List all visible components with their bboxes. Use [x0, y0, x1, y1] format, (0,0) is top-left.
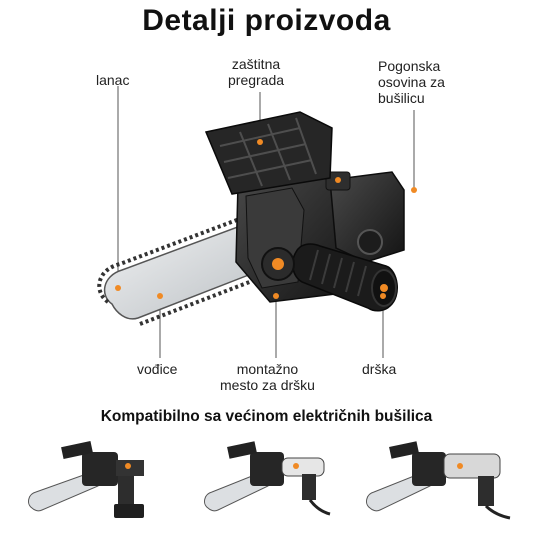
label-handle-mount: montažno mesto za dršku [220, 361, 315, 393]
label-guard: zaštitna pregrada [228, 56, 285, 88]
label-chain: lanac [96, 72, 130, 88]
thumbnail-hammer-drill [366, 441, 511, 520]
page-title: Detalji proizvoda [142, 4, 391, 37]
safety-guard [204, 111, 333, 195]
callout-markers [115, 139, 417, 299]
side-handle [261, 243, 398, 312]
thumbnail-cordless-drill [28, 441, 144, 518]
label-handle: drška [362, 361, 397, 377]
label-guide-bar: vođice [137, 361, 178, 377]
label-drive-shaft: Pogonska osovina za bušilicu [378, 58, 445, 106]
thumbnail-corded-drill [204, 441, 331, 516]
compatibility-subtitle: Kompatibilno sa većinom električnih buši… [100, 408, 433, 425]
